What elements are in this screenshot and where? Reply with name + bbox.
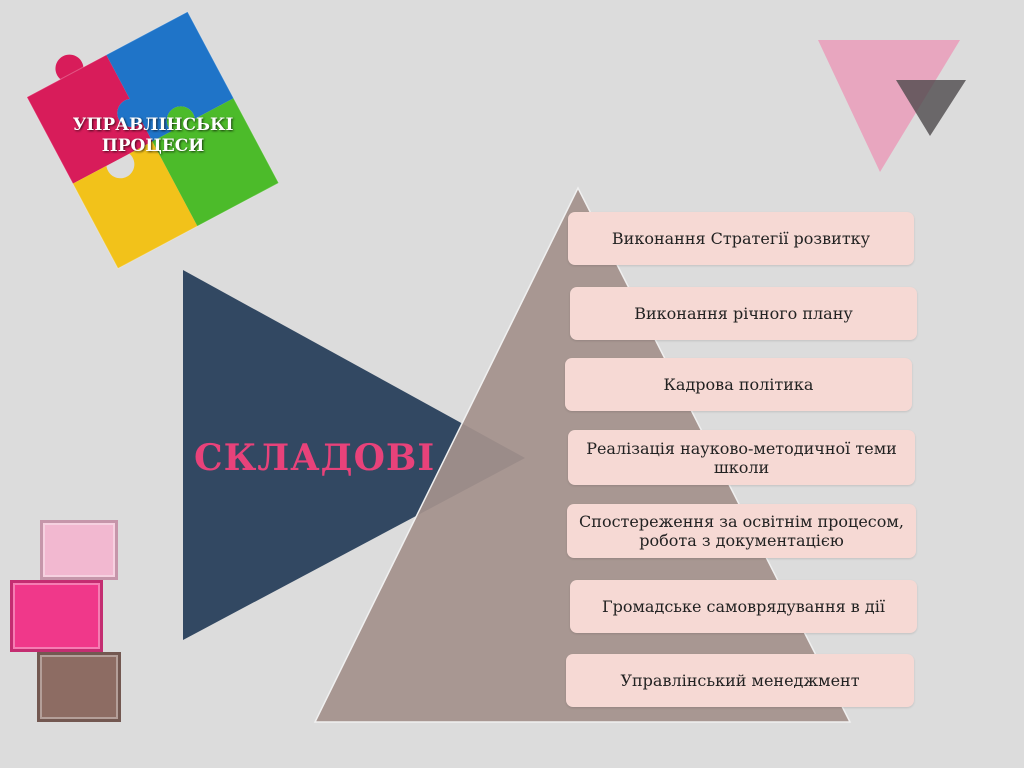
logo-text: УПРАВЛІНСЬКІ ПРОЦЕСИ [58,115,248,157]
logo-text-line-1: УПРАВЛІНСЬКІ [72,115,234,135]
item-methodical-theme: Реалізація науково-методичної теми школи [568,430,915,485]
item-strategy: Виконання Стратегії розвитку [568,212,914,265]
item-management: Управлінський менеджмент [566,654,914,707]
puzzle-piece-green [152,98,279,227]
puzzle-piece-red [26,54,153,184]
puzzle-piece-blue [106,11,234,142]
item-annual-plan: Виконання річного плану [570,287,917,340]
dark-triangle [896,80,966,136]
item-hr-policy: Кадрова політика [565,358,912,411]
item-self-government: Громадське самоврядування в дії [570,580,917,633]
item-educational-process: Спостереження за освітнім процесом, робо… [567,504,916,558]
logo-text-line-2: ПРОЦЕСИ [101,136,205,156]
block-brown [37,652,121,722]
puzzle-piece-yellow [72,141,198,269]
diagram-heading: СКЛАДОВІ [194,437,436,479]
pink-triangle [818,40,960,172]
navy-arrow-triangle [183,270,525,640]
block-light-pink [40,520,118,580]
block-hot-pink [10,580,103,652]
